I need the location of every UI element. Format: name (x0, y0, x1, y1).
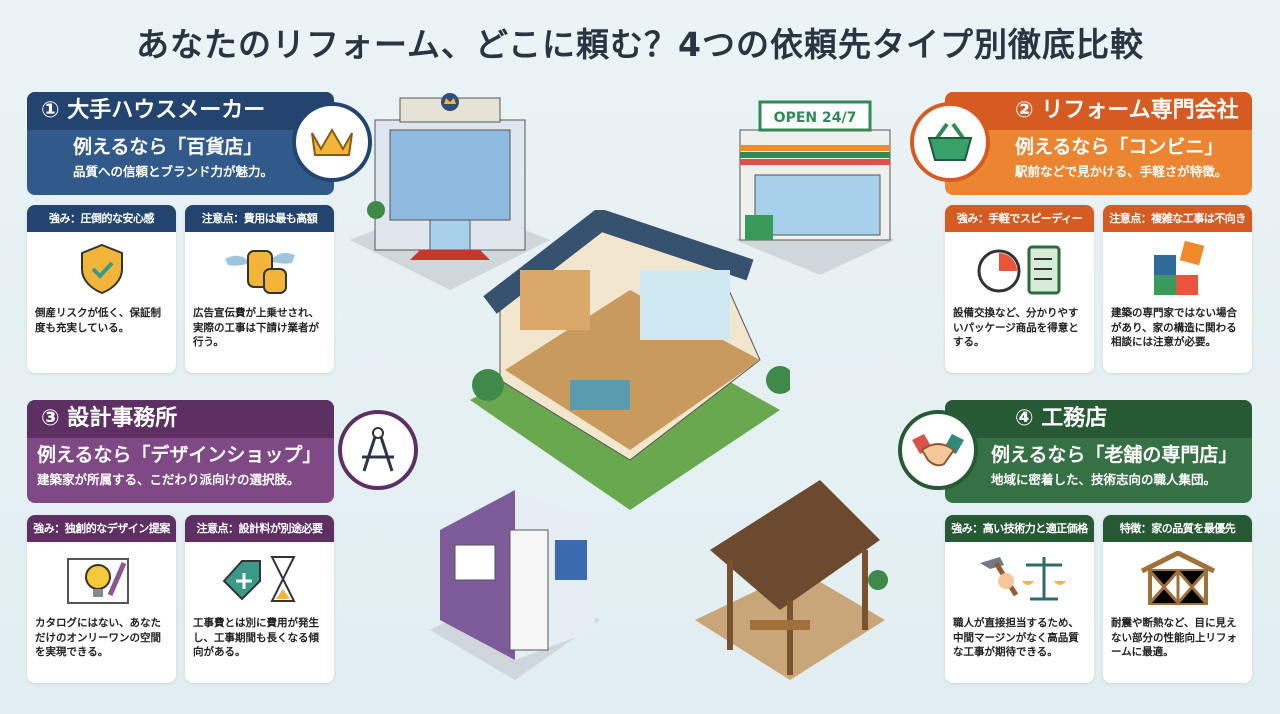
type-desc: 駅前などで見かける、手軽さが特徴。 (1015, 164, 1228, 179)
type-4-strength-card: 強み：高い技術力と適正価格 職人が直接担当するため、中間マージンがなく高品質な工… (945, 515, 1094, 683)
tree-icon (868, 570, 888, 590)
hammer-scale-icon (945, 542, 1094, 616)
card-text: 耐震や断熱など、目に見えない部分の性能向上リフォームに最適。 (1111, 617, 1237, 659)
stopwatch-checklist-icon (945, 232, 1094, 306)
type-analogy: 例えるなら「百貨店」 (73, 136, 263, 158)
puzzle-icon (1103, 232, 1252, 306)
page-title: あなたのリフォーム、どこに頼む？4つの依頼先タイプ別徹底比較 (136, 25, 1144, 64)
type-2-header: ② リフォーム専門会社 例えるなら「コンビニ」 駅前などで見かける、手軽さが特徴… (945, 92, 1252, 195)
card-text: 広告宣伝費が上乗せされ、実際の工事は下請け業者が行う。 (193, 307, 320, 349)
type-title: ③ 設計事務所 (27, 400, 334, 438)
department-store-illustration (350, 93, 550, 290)
store-sign: OPEN 24/7 (774, 110, 857, 126)
type-3-header: ③ 設計事務所 例えるなら「デザインショップ」 建築家が所属する、こだわり派向け… (27, 400, 334, 503)
type-4-feature-card: 特徴：家の品質を最優先 耐震や断熱など、目に見えない部分の性能向上リフォームに最… (1103, 515, 1252, 683)
card-text: 工事費とは別に費用が発生し、工事期間も長くなる傾向がある。 (193, 617, 319, 659)
card-text: 倒産リスクが低く、保証制度も充実している。 (35, 307, 161, 334)
type-2-strength-card: 強み：手軽でスピーディー 設備交換など、分かりやすいパッケージ商品を得意とする。 (945, 205, 1094, 373)
type-3-strength-card: 強み：独創的なデザイン提案 カタログにはない、あなただけのオンリーワンの空間を実… (27, 515, 176, 683)
card-text: 建築の専門家ではない場合があり、家の構造に関わる相談には注意が必要。 (1111, 307, 1237, 349)
card-label: 強み：高い技術力と適正価格 (945, 515, 1094, 542)
card-label: 強み：圧倒的な安心感 (27, 205, 176, 232)
type-desc: 建築家が所属する、こだわり派向けの選択肢。 (37, 472, 300, 487)
card-text: カタログにはない、あなただけのオンリーワンの空間を実現できる。 (35, 617, 161, 659)
house-cutaway-illustration (470, 210, 790, 510)
shield-check-icon (27, 232, 176, 306)
type-4-header: ④ 工務店 例えるなら「老舗の専門店」 地域に密着した、技術志向の職人集団。 (945, 400, 1252, 503)
shopping-basket-icon (910, 102, 990, 182)
card-text: 設備交換など、分かりやすいパッケージ商品を得意とする。 (953, 307, 1079, 349)
type-desc: 地域に密着した、技術志向の職人集団。 (991, 472, 1217, 487)
price-tag-hourglass-icon (185, 542, 334, 616)
lightbulb-pen-icon (27, 542, 176, 616)
type-title: ④ 工務店 (945, 400, 1252, 438)
card-label: 注意点：設計料が別途必要 (185, 515, 334, 542)
type-desc: 品質への信頼とブランド力が魅力。 (73, 164, 274, 179)
type-1-header: ① 大手ハウスメーカー 例えるなら「百貨店」 品質への信頼とブランド力が魅力。 (27, 92, 334, 195)
compass-icon (338, 410, 418, 490)
type-3-caution-card: 注意点：設計料が別途必要 工事費とは別に費用が発生し、工事期間も長くなる傾向があ… (185, 515, 334, 683)
tree-icon (472, 369, 504, 401)
tree-icon (367, 201, 385, 219)
design-office-illustration (430, 490, 600, 680)
type-title: ② リフォーム専門会社 (945, 92, 1252, 130)
type-1-strength-card: 強み：圧倒的な安心感 倒産リスクが低く、保証制度も充実している。 (27, 205, 176, 373)
card-label: 注意点：複雑な工事は不向き (1103, 205, 1252, 232)
card-text: 職人が直接担当するため、中間マージンがなく高品質な工事が期待できる。 (953, 617, 1079, 659)
timber-frame-icon (1103, 542, 1252, 616)
card-label: 特徴：家の品質を最優先 (1103, 515, 1252, 542)
crown-icon (292, 102, 372, 182)
type-2-caution-card: 注意点：複雑な工事は不向き 建築の専門家ではない場合があり、家の構造に関わる相談… (1103, 205, 1252, 373)
type-analogy: 例えるなら「コンビニ」 (1015, 136, 1224, 158)
flying-coins-icon (185, 232, 334, 306)
convenience-store-illustration: OPEN 24/7 (735, 100, 895, 275)
builder-workshop-illustration (695, 480, 888, 680)
type-title: ① 大手ハウスメーカー (27, 92, 334, 130)
type-analogy: 例えるなら「デザインショップ」 (37, 444, 322, 466)
type-analogy: 例えるなら「老舗の専門店」 (991, 444, 1238, 466)
handshake-icon (898, 410, 978, 490)
card-label: 強み：手軽でスピーディー (945, 205, 1094, 232)
card-label: 強み：独創的なデザイン提案 (27, 515, 176, 542)
type-1-caution-card: 注意点：費用は最も高額 広告宣伝費が上乗せされ、実際の工事は下請け業者が行う。 (185, 205, 334, 373)
card-label: 注意点：費用は最も高額 (185, 205, 334, 232)
